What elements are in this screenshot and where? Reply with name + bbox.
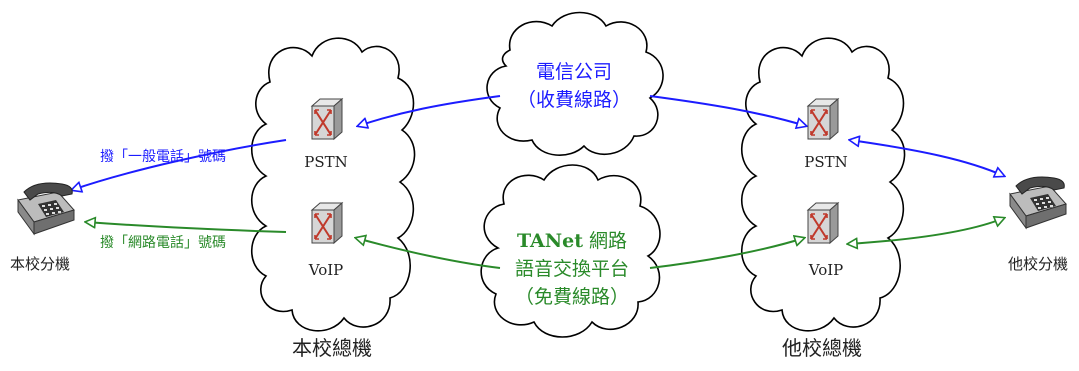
tanet-to-right-voip-link [649, 238, 804, 269]
tanet-label-rest: 網路 [583, 230, 627, 252]
tanet-label-line3: （免費線路） [515, 286, 629, 308]
tanet-label-line1: TANet 網路 [517, 230, 627, 252]
left-phone-to-left-pstn-link [72, 139, 287, 190]
right-pstn-to-right-phone-link [850, 140, 1004, 176]
right-phone-icon [1009, 176, 1067, 229]
left-phone-label: 本校分機 [10, 255, 70, 273]
right-voip-label: VoIP [808, 261, 844, 279]
tanet-label-bold: TANet [517, 230, 583, 252]
left-switchboard-cloud [251, 37, 416, 332]
right-voip-to-right-phone-link [848, 218, 1004, 244]
left-switchboard-label: 本校總機 [292, 336, 372, 360]
left-pstn-label: PSTN [304, 153, 348, 171]
telecom-to-left-pstn-link [358, 95, 501, 126]
right-pstn-router-icon [807, 98, 839, 140]
tanet-label-line2: 語音交換平台 [515, 258, 629, 280]
right-phone-label: 他校分機 [1008, 255, 1068, 273]
right-switchboard-label: 他校總機 [782, 336, 862, 360]
telecom-label-line1: 電信公司 [536, 61, 612, 83]
telecom-to-right-pstn-link [649, 95, 806, 126]
tanet-to-left-voip-link [356, 238, 501, 269]
dial-normal-label: 撥「一般電話」號碼 [100, 148, 226, 165]
tanet-cloud [480, 164, 661, 338]
left-pstn-router-icon [311, 98, 343, 140]
dial-voip-label: 撥「網路電話」號碼 [100, 234, 226, 251]
telecom-label-line2: （收費線路） [517, 89, 631, 111]
left-phone-to-left-voip-link [86, 222, 287, 233]
left-voip-label: VoIP [308, 261, 344, 279]
left-phone-icon [17, 182, 75, 235]
right-switchboard-cloud [741, 37, 906, 332]
telecom-cloud [486, 11, 664, 156]
left-voip-router-icon [311, 202, 343, 244]
right-voip-router-icon [807, 202, 839, 244]
right-pstn-label: PSTN [804, 153, 848, 171]
